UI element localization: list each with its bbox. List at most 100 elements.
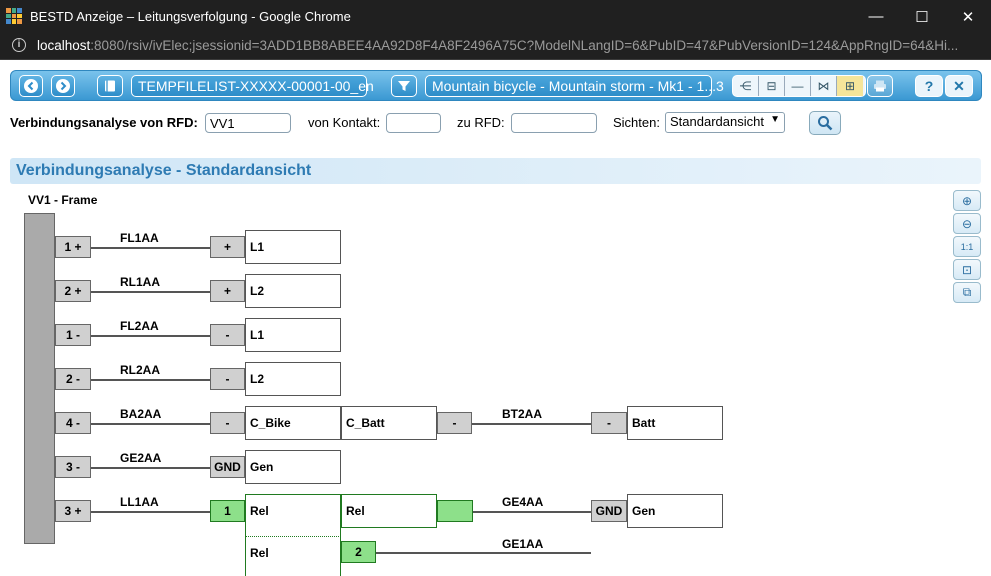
relay-box[interactable]: [245, 494, 341, 576]
minimize-button[interactable]: —: [868, 8, 884, 25]
wire-label: GE1AA: [502, 537, 544, 551]
component-box[interactable]: L2: [245, 362, 341, 396]
relay-pin[interactable]: 1: [210, 500, 245, 522]
wire[interactable]: [91, 379, 210, 381]
wire-label: BA2AA: [120, 407, 162, 421]
zoom-fit-button[interactable]: ⊡: [953, 259, 981, 280]
wire[interactable]: [91, 291, 210, 293]
component-box[interactable]: Gen: [627, 494, 723, 528]
frame-pin[interactable]: 2 +: [55, 280, 91, 302]
terminal-pin[interactable]: -: [437, 412, 472, 434]
view-label: Sichten:: [613, 115, 660, 130]
section-header: Verbindungsanalyse - Standardansicht: [10, 158, 981, 184]
connection-icon: ⊞: [844, 79, 856, 93]
main-toolbar: TEMPFILELIST-XXXXX-00001-00_en Mountain …: [10, 70, 982, 101]
component-box[interactable]: L2: [245, 274, 341, 308]
vehicle-field[interactable]: Mountain bicycle - Mountain storm - Mk1 …: [425, 75, 724, 97]
wire[interactable]: [91, 511, 210, 513]
wire-label: FL1AA: [120, 231, 159, 245]
relay-pin[interactable]: [437, 500, 473, 522]
from-rfd-label: Verbindungsanalyse von RFD:: [10, 115, 198, 130]
zoom-in-icon: ⊕: [961, 193, 973, 208]
frame-pin[interactable]: 4 -: [55, 412, 91, 434]
connection-diagram: VV1 - Frame 1 + FL1AA + L1 2 + RL1AA + L…: [0, 185, 991, 576]
line-icon: —: [791, 79, 804, 93]
url-host: localhost: [37, 38, 91, 53]
forward-button[interactable]: [51, 75, 75, 97]
from-rfd-input[interactable]: [205, 113, 291, 133]
mesh-view-button[interactable]: ⋈: [811, 76, 837, 96]
wire[interactable]: [91, 247, 210, 249]
back-button[interactable]: [19, 75, 43, 97]
info-icon[interactable]: i: [12, 38, 26, 52]
frame-pin[interactable]: 1 -: [55, 324, 91, 346]
print-button[interactable]: [867, 75, 893, 97]
terminal-pin[interactable]: -: [210, 368, 245, 390]
view-mode-group: ⋲ ⊟ — ⋈ ⊞: [732, 75, 866, 97]
filter-icon: [398, 81, 410, 91]
list-view-button[interactable]: ⊟: [759, 76, 785, 96]
to-rfd-input[interactable]: [511, 113, 597, 133]
terminal-pin[interactable]: -: [210, 412, 245, 434]
printer-icon: [874, 80, 886, 92]
close-view-button[interactable]: ✕: [945, 75, 973, 97]
component-box[interactable]: C_Batt: [341, 406, 437, 440]
relay-box[interactable]: Rel: [341, 494, 437, 528]
wire[interactable]: [91, 423, 210, 425]
help-button[interactable]: ?: [915, 75, 943, 97]
relay-pin[interactable]: 2: [341, 541, 376, 563]
book-button[interactable]: [97, 75, 123, 97]
wire-label: GE2AA: [120, 451, 162, 465]
zoom-out-icon: ⊖: [961, 216, 973, 231]
file-list-field[interactable]: TEMPFILELIST-XXXXX-00001-00_en: [131, 75, 374, 97]
wire-label: FL2AA: [120, 319, 159, 333]
list-icon: ⊟: [766, 79, 777, 93]
tree-icon: ⋲: [739, 79, 752, 93]
frame-pin[interactable]: 2 -: [55, 368, 91, 390]
frame-pin[interactable]: 3 -: [55, 456, 91, 478]
component-box[interactable]: Batt: [627, 406, 723, 440]
wire[interactable]: [91, 467, 210, 469]
wire[interactable]: [472, 423, 591, 425]
wire-label: GE4AA: [502, 495, 544, 509]
popout-button[interactable]: ⧉: [953, 282, 981, 303]
wire[interactable]: [376, 552, 591, 554]
url-text[interactable]: localhost:8080/rsiv/ivElec;jsessionid=3A…: [37, 38, 958, 53]
component-box[interactable]: L1: [245, 230, 341, 264]
terminal-pin[interactable]: -: [210, 324, 245, 346]
view-select[interactable]: Standardansicht ▼: [665, 112, 785, 133]
terminal-pin[interactable]: +: [210, 280, 245, 302]
zoom-out-button[interactable]: ⊖: [953, 213, 981, 234]
wire-label: RL2AA: [120, 363, 161, 377]
wire-label: RL1AA: [120, 275, 161, 289]
terminal-pin[interactable]: GND: [591, 500, 627, 522]
component-box[interactable]: Gen: [245, 450, 341, 484]
component-box[interactable]: L1: [245, 318, 341, 352]
terminal-pin[interactable]: +: [210, 236, 245, 258]
zoom-reset-button[interactable]: 1:1: [953, 236, 981, 257]
search-icon: [818, 116, 833, 131]
wire[interactable]: [91, 335, 210, 337]
frame-pin[interactable]: 3 +: [55, 500, 91, 522]
arrow-right-icon: [56, 79, 70, 93]
terminal-pin[interactable]: -: [591, 412, 627, 434]
frame-connector[interactable]: [24, 213, 55, 544]
frame-pin[interactable]: 1 +: [55, 236, 91, 258]
connection-view-button[interactable]: ⊞: [837, 76, 863, 96]
maximize-button[interactable]: ☐: [915, 8, 929, 26]
tree-view-button[interactable]: ⋲: [733, 76, 759, 96]
component-box[interactable]: C_Bike: [245, 406, 341, 440]
contact-input[interactable]: [386, 113, 441, 133]
address-bar[interactable]: i localhost:8080/rsiv/ivElec;jsessionid=…: [0, 33, 991, 60]
terminal-pin[interactable]: GND: [210, 456, 245, 478]
close-window-button[interactable]: ✕: [961, 8, 975, 26]
line-view-button[interactable]: —: [785, 76, 811, 96]
relay-label: Rel: [250, 504, 269, 518]
section-title: Verbindungsanalyse - Standardansicht: [16, 162, 312, 179]
popout-icon: ⧉: [962, 285, 972, 299]
search-button[interactable]: [809, 111, 841, 135]
zoom-in-button[interactable]: ⊕: [953, 190, 981, 211]
frame-label: VV1 - Frame: [28, 193, 98, 207]
filter-button[interactable]: [391, 75, 417, 97]
wire[interactable]: [473, 511, 591, 513]
